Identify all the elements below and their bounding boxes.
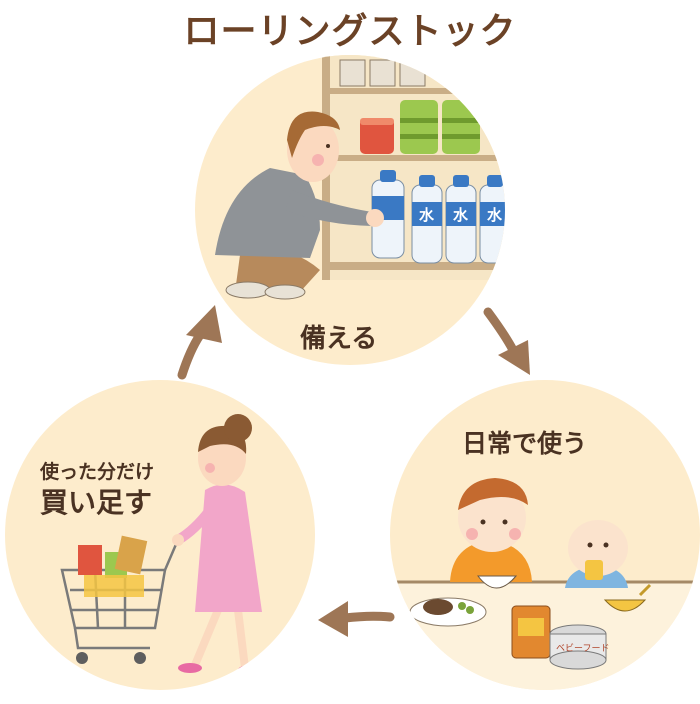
baby-food-can-icon: ベビーフード xyxy=(549,624,609,670)
boy-figure xyxy=(450,478,532,582)
step-label-daily-use: 日常で使う xyxy=(462,429,587,458)
woman-figure xyxy=(172,414,262,675)
baby-figure xyxy=(565,520,628,588)
scene-restock xyxy=(60,414,262,675)
cart-item-icon xyxy=(84,575,144,597)
red-can-icon xyxy=(360,118,394,154)
cart-item-icon xyxy=(78,545,102,575)
step-label-restock-line2: 買い足す xyxy=(40,486,152,519)
arrow-top-to-right xyxy=(483,307,518,355)
water-glyph: 水 xyxy=(487,206,503,224)
diagram-title: ローリングストック xyxy=(183,11,517,52)
step-label-prepare: 備える xyxy=(300,323,377,354)
baby-bowl-icon xyxy=(603,599,647,612)
svg-text:ベビーフード: ベビーフード xyxy=(556,643,609,654)
arrow-left-to-top xyxy=(177,330,205,380)
man-figure xyxy=(215,111,384,300)
arrow-right-to-left-head xyxy=(318,601,348,637)
circle-restock xyxy=(5,380,315,690)
green-can-icon xyxy=(442,100,480,154)
arrow-right-to-left xyxy=(340,611,395,623)
green-can-icon xyxy=(400,100,438,154)
scene-prepare: 水 水 水 xyxy=(215,55,505,300)
arrow-top-to-right-head xyxy=(498,340,530,375)
water-glyph: 水 xyxy=(419,206,435,224)
dress xyxy=(195,484,262,612)
water-glyph: 水 xyxy=(453,206,469,224)
rice-bowl-icon xyxy=(476,575,518,589)
water-bottle-icon xyxy=(445,175,477,264)
arrow-left-to-top-head xyxy=(186,305,222,343)
water-bottle-icon xyxy=(411,175,443,264)
water-bottle-icon xyxy=(371,170,405,259)
cart-item-icon xyxy=(114,535,148,575)
step-label-restock-line1: 使った分だけ xyxy=(39,461,154,483)
